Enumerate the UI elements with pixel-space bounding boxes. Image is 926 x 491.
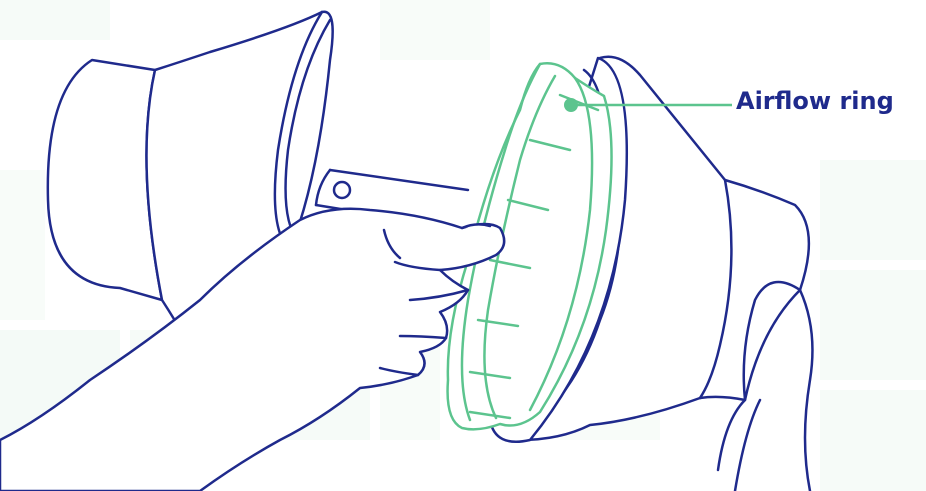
airflow-ring-label: Airflow ring xyxy=(736,89,894,113)
